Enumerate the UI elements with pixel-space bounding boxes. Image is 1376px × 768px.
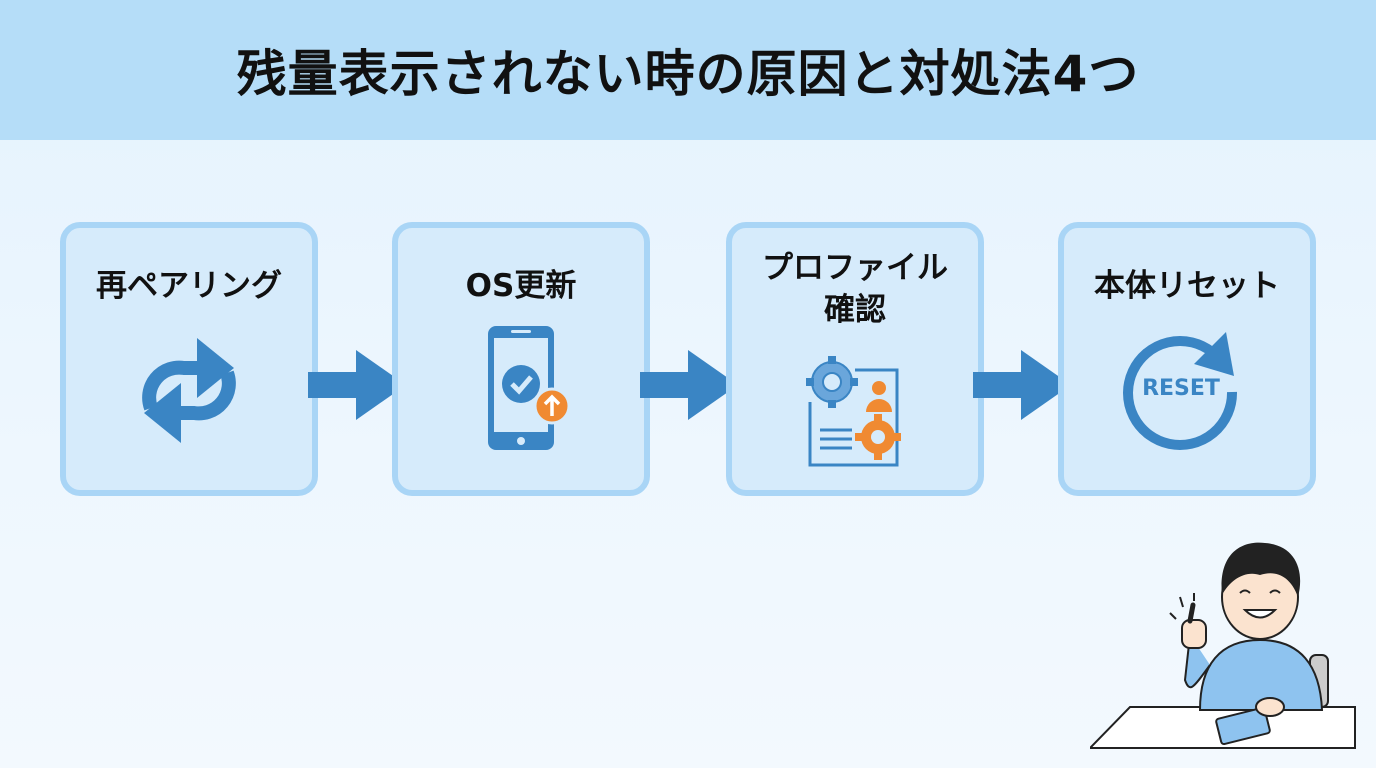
step-os-update: OS更新 <box>392 222 650 496</box>
reset-icon-text: RESET <box>1142 376 1220 401</box>
step-device-reset: 本体リセット RESET <box>1058 222 1316 496</box>
header: 残量表示されない時の原因と対処法4つ <box>0 0 1376 140</box>
step-repairing: 再ペアリング <box>60 222 318 496</box>
smartphone-update-icon <box>488 326 571 450</box>
thumbs-up-person-illustration <box>1090 542 1356 749</box>
circular-arrow-icon <box>1123 332 1238 450</box>
step-label-line2: 確認 <box>824 292 886 328</box>
page-title: 残量表示されない時の原因と対処法4つ <box>236 45 1140 103</box>
step-label: OS更新 <box>465 268 577 304</box>
step-profile-check: プロファイル 確認 <box>726 222 984 496</box>
arrow-right-icon <box>308 350 406 420</box>
reset-icon: RESET <box>1122 332 1252 452</box>
profile-settings-icon <box>806 356 901 467</box>
arrow-right-icon <box>640 350 738 420</box>
step-label-line1: プロファイル <box>762 250 948 286</box>
arrow-right-icon <box>973 350 1071 420</box>
step-label: 本体リセット <box>1094 268 1280 304</box>
sync-arrows-icon <box>142 338 236 443</box>
step-label: 再ペアリング <box>96 268 282 304</box>
